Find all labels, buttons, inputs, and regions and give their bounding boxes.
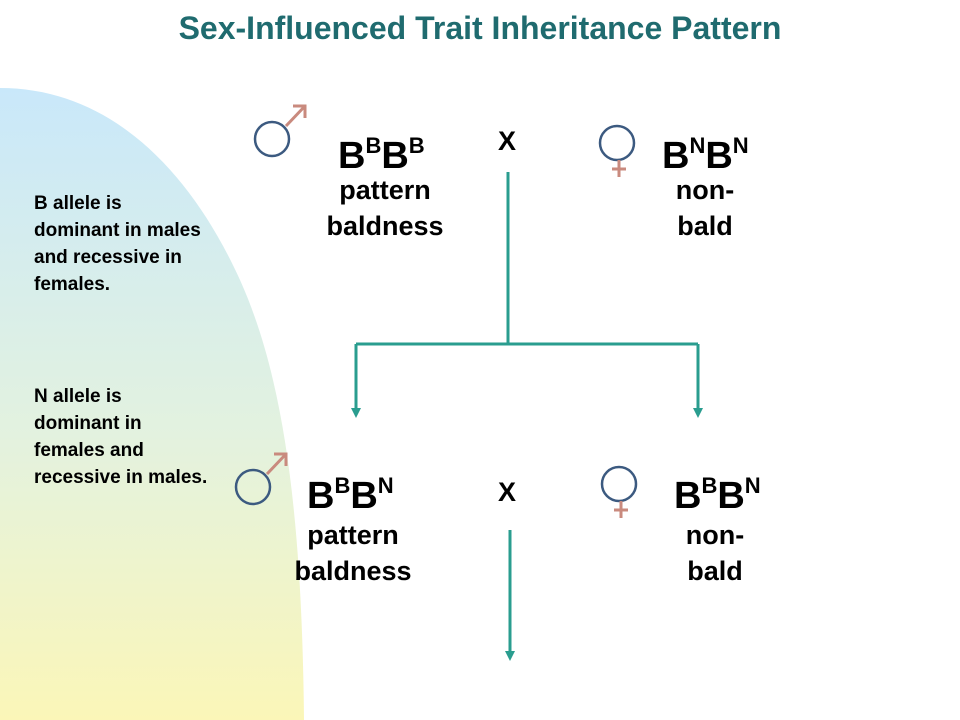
male-symbol-icon: [253, 104, 307, 158]
note-n-allele-text: N allele is dominant in females and rece…: [34, 386, 208, 488]
parent-female-phenotype-line2: bald: [677, 211, 733, 241]
offspring-male-genotype: BBBN: [307, 473, 394, 517]
parent-female-phenotype: non- bald: [650, 172, 760, 244]
offspring-cross-symbol: X: [498, 477, 517, 507]
offspring-female-phenotype: non- bald: [660, 517, 770, 589]
parent-male-phenotype: pattern baldness: [305, 172, 465, 244]
offspring-female-symbol-icon: [600, 465, 638, 518]
offspring-female-phenotype-line2: bald: [687, 556, 743, 586]
parent-female-genotype: BNBN: [662, 133, 749, 177]
offspring-male-phenotype: pattern baldness: [273, 517, 433, 589]
offspring-male-phenotype-line1: pattern: [307, 520, 399, 550]
offspring-female-phenotype-line1: non-: [685, 520, 745, 550]
note-n-allele: N allele is dominant in females and rece…: [34, 383, 209, 491]
offspring-male-symbol-icon: [234, 452, 288, 506]
parent-cross-symbol: X: [498, 126, 517, 156]
female-symbol-icon: [598, 124, 636, 177]
offspring-female-genotype: BBBN: [674, 473, 761, 517]
parent-male-phenotype-line1: pattern: [339, 175, 431, 205]
parent-male-genotype: BBBB: [338, 133, 425, 177]
parent-male-phenotype-line2: baldness: [326, 211, 444, 241]
page-title: Sex-Influenced Trait Inheritance Pattern: [178, 10, 782, 46]
note-b-allele: B allele is dominant in males and recess…: [34, 190, 209, 298]
offspring-male-phenotype-line2: baldness: [294, 556, 412, 586]
note-b-allele-text: B allele is dominant in males and recess…: [34, 193, 201, 295]
parent-female-phenotype-line1: non-: [675, 175, 735, 205]
